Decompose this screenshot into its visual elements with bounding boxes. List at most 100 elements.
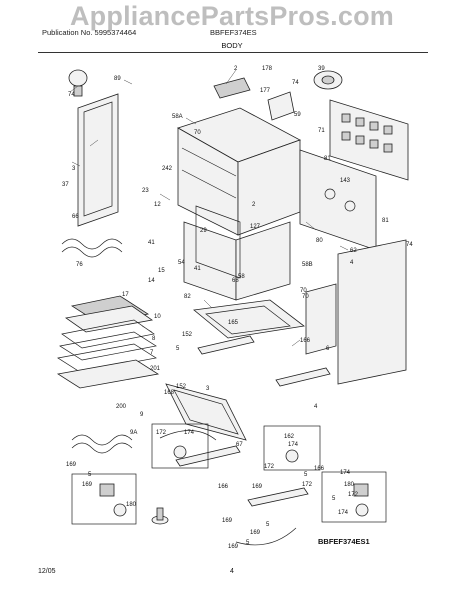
- watermark-logo: AppliancePartsPros.com: [69, 1, 394, 31]
- callout-number: 41: [194, 266, 201, 272]
- callout-number: 242: [162, 166, 173, 172]
- callout-number: 81: [324, 156, 331, 162]
- callout-number: 166: [300, 338, 311, 344]
- callout-number: 5: [176, 346, 180, 352]
- callout-number: 174: [184, 430, 195, 436]
- callout-number: 5: [304, 472, 308, 478]
- callout-number: 70: [194, 130, 201, 136]
- callout-number: 10: [154, 314, 161, 320]
- callout-number: 200: [116, 404, 127, 410]
- callout-number: 6: [326, 346, 330, 352]
- header-rule: [38, 52, 428, 53]
- diagram-code: BBFEF374ES1: [318, 537, 370, 546]
- door-panel-left: [77, 93, 119, 227]
- callout-number: 74: [68, 92, 75, 98]
- model-number: BBFEF374ES: [210, 28, 257, 37]
- callout-number: 70: [300, 288, 307, 294]
- callout-number: 143: [340, 178, 351, 184]
- callout-number: 127: [250, 224, 261, 230]
- callout-number: 172: [156, 430, 167, 436]
- callout-number: 71: [318, 128, 325, 134]
- callout-number: 39: [318, 66, 325, 72]
- callout-number: 29: [200, 228, 207, 234]
- callout-number: 178: [262, 66, 273, 72]
- publication-number: Publication No. 5995374464: [42, 28, 137, 37]
- callout-number: 174: [288, 442, 299, 448]
- callout-number: 169: [66, 462, 77, 468]
- callout-number: 5: [266, 522, 270, 528]
- callout-number: 4: [350, 260, 354, 266]
- callout-number: 3: [72, 166, 76, 172]
- bottom-frame: [193, 299, 305, 339]
- footer-date: 12/05: [38, 568, 56, 575]
- callout-number: 169: [222, 518, 233, 524]
- callout-number: 8: [152, 336, 156, 342]
- small-panel: [305, 283, 337, 355]
- callout-number: 54: [178, 260, 185, 266]
- callout-number: 172: [264, 464, 275, 470]
- bake-element: [71, 434, 133, 454]
- callout-number: 166: [218, 484, 229, 490]
- callout-number: 4: [314, 404, 318, 410]
- callout-number: 162: [284, 434, 295, 440]
- leader-lines: [69, 69, 349, 347]
- callout-number: 169: [250, 530, 261, 536]
- oven-racks: [56, 295, 160, 389]
- callout-number: 3: [206, 386, 210, 392]
- callout-number: 12: [154, 202, 161, 208]
- callout-number: 201: [150, 366, 161, 372]
- detail-box-3: [71, 473, 137, 525]
- broil-element: [61, 238, 123, 258]
- callout-number: 152: [182, 332, 193, 338]
- callout-number: 180: [344, 482, 355, 488]
- assembly-arrows: [159, 430, 297, 546]
- callout-number: 58B: [302, 262, 313, 268]
- callout-number: 5: [332, 496, 336, 502]
- door-frame-lower: [165, 383, 247, 441]
- callout-number: 89: [114, 76, 121, 82]
- callout-number: 169: [228, 544, 239, 550]
- callout-number: 172: [348, 492, 359, 498]
- callout-number: 70: [302, 294, 309, 300]
- section-title: BODY: [221, 41, 243, 50]
- callout-number: 62: [350, 248, 357, 254]
- side-panel-right: [337, 239, 407, 385]
- callout-number: 66: [72, 214, 79, 220]
- detail-box-4: [321, 471, 387, 523]
- callout-number: 74: [292, 80, 299, 86]
- callout-number: 174: [338, 510, 349, 516]
- callout-number: 166: [314, 466, 325, 472]
- callout-number: 152: [176, 384, 187, 390]
- callout-number: 15: [158, 268, 165, 274]
- callout-number: 169: [82, 482, 93, 488]
- callout-number: 180: [126, 502, 137, 508]
- callout-number: 5: [88, 472, 92, 478]
- callout-number: 2: [234, 66, 238, 72]
- callout-number: 58A: [172, 114, 183, 120]
- callout-number: 2: [252, 202, 256, 208]
- callout-number: 80: [316, 238, 323, 244]
- oven-cavity-upper: [177, 107, 301, 236]
- callout-number: 17: [122, 292, 129, 298]
- callout-number: 59: [294, 112, 301, 118]
- callout-number: 9: [140, 412, 144, 418]
- callout-number: 76: [76, 262, 83, 268]
- callout-number: 68: [232, 278, 239, 284]
- callout-number: 14: [148, 278, 155, 284]
- back-panel-grille: [329, 99, 409, 181]
- callout-number: 82: [184, 294, 191, 300]
- fan-part: [313, 70, 343, 90]
- callout-number: 58: [238, 274, 245, 280]
- vent-bracket: [213, 77, 295, 121]
- callout-number: 177: [260, 88, 271, 94]
- callout-number: 9A: [130, 430, 137, 436]
- callout-number: 74: [406, 242, 413, 248]
- leveling-foot: [151, 507, 169, 525]
- callout-number: 172: [302, 482, 313, 488]
- knob-part: [68, 69, 88, 97]
- callout-number: 23: [142, 188, 149, 194]
- callout-number: 41: [148, 240, 155, 246]
- callout-number: 169: [252, 484, 263, 490]
